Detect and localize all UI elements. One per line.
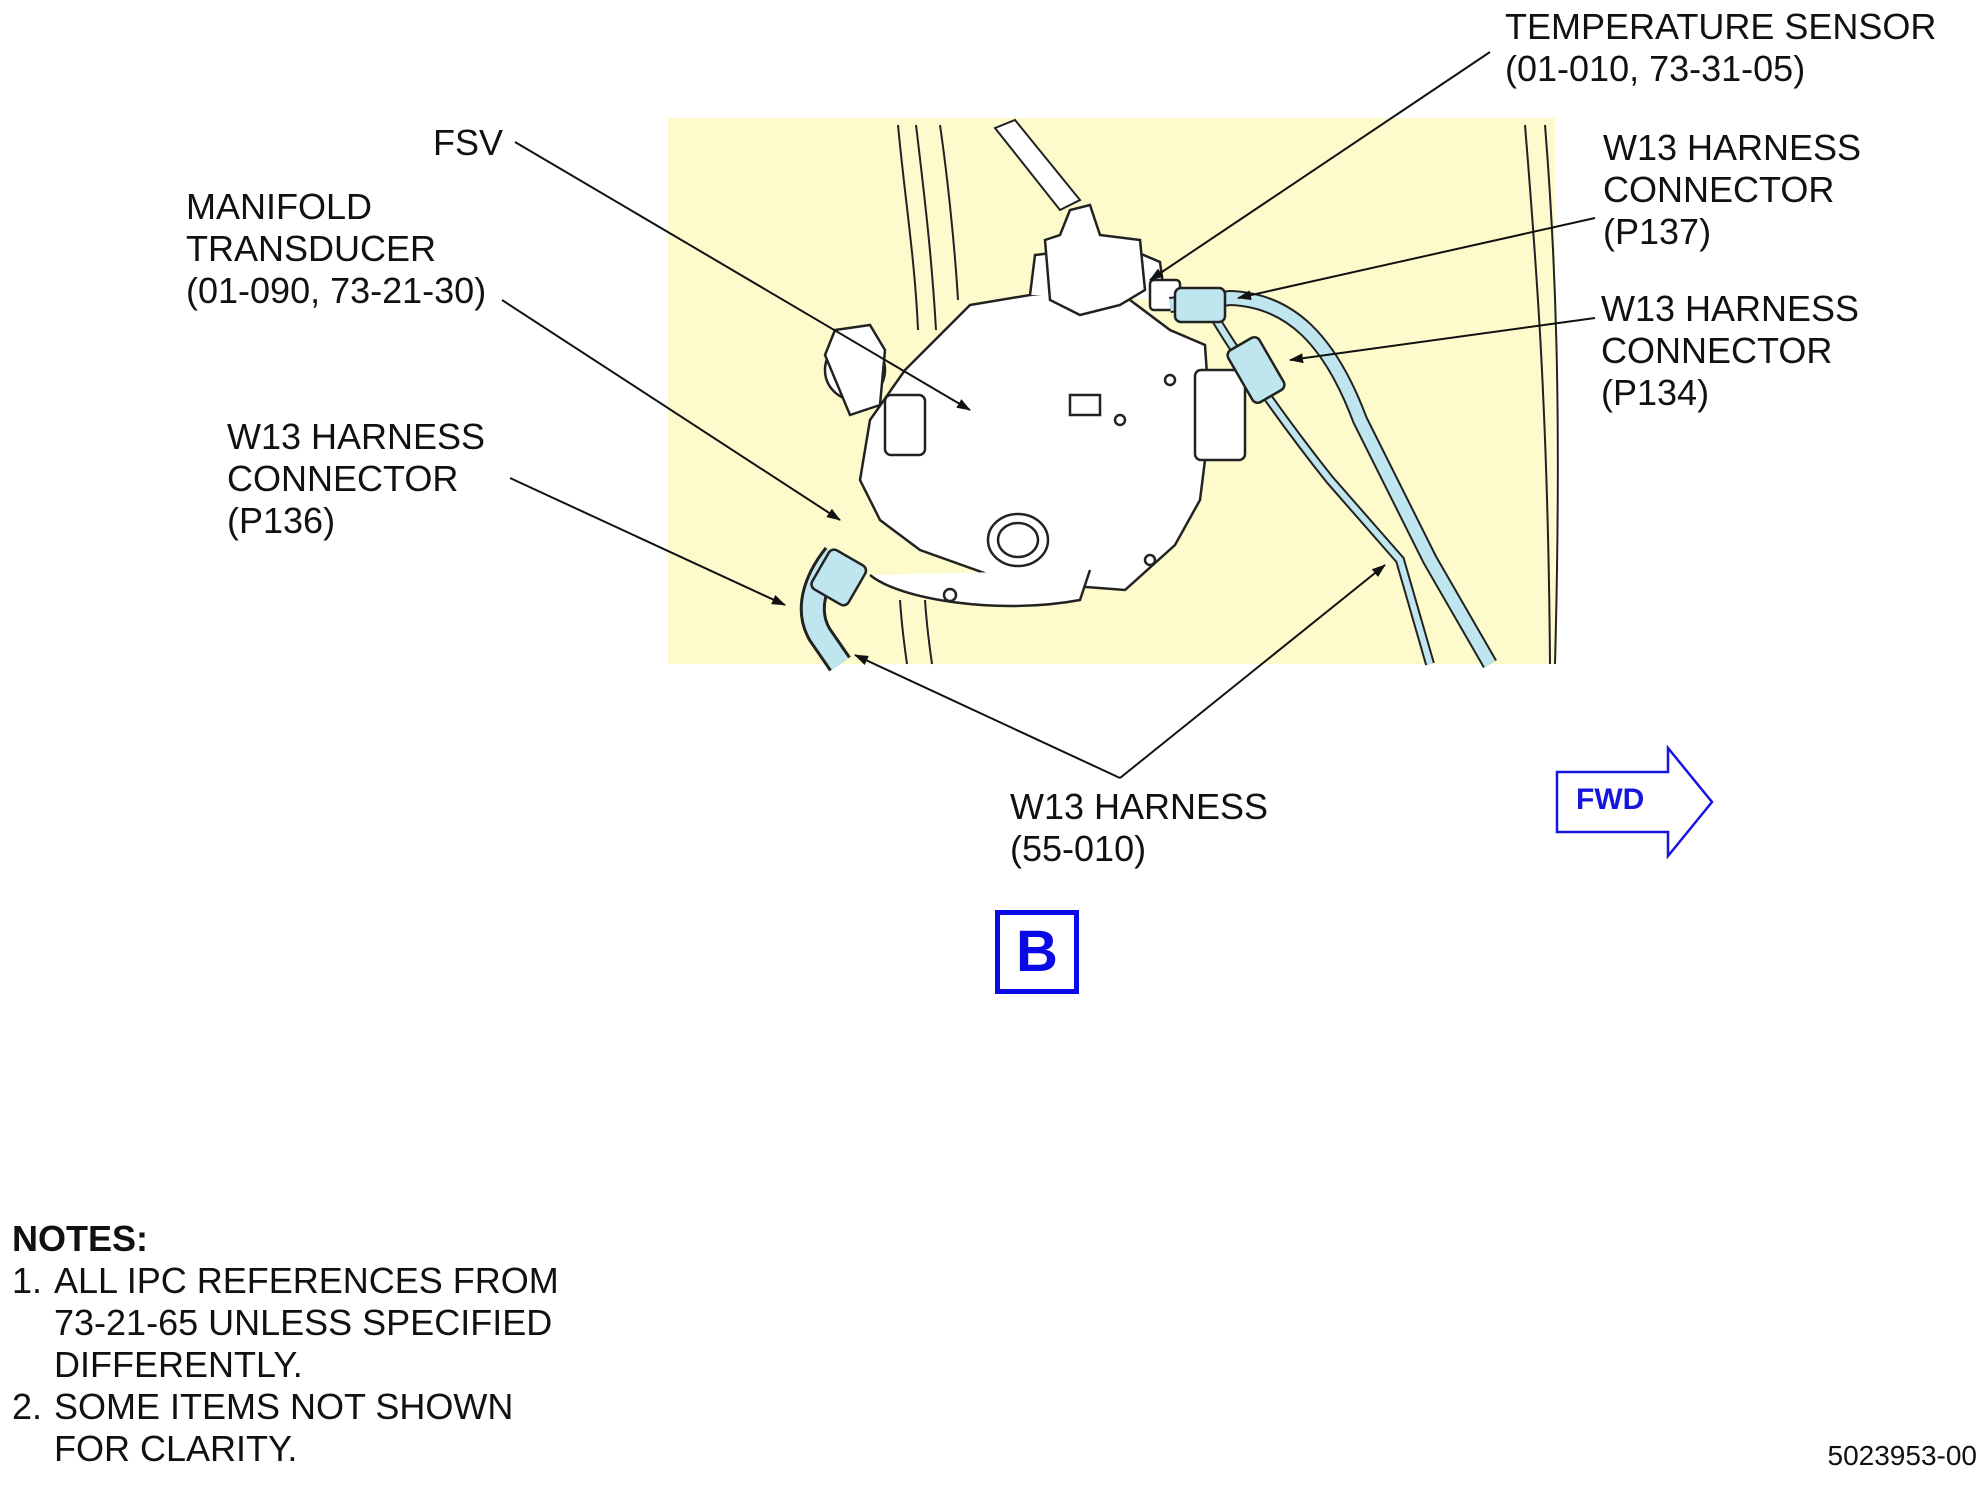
- structure-lines: [897, 118, 1559, 665]
- temperature-sensor-label: TEMPERATURE SENSOR (01-010, 73-31-05): [1505, 6, 1936, 90]
- note-number: 2.: [12, 1386, 43, 1427]
- temperature-sensor-label-line1: TEMPERATURE SENSOR: [1505, 6, 1937, 47]
- p136-label-line2: CONNECTOR: [227, 458, 459, 499]
- leader-lines: [501, 51, 1596, 779]
- fsv-label: FSV: [433, 122, 504, 163]
- w13-harness-label-line1: W13 HARNESS: [1010, 786, 1269, 827]
- fwd-label: FWD: [1576, 783, 1645, 816]
- note-line: 73-21-65 UNLESS SPECIFIED: [54, 1302, 553, 1343]
- note-line: ALL IPC REFERENCES FROM: [54, 1260, 559, 1301]
- note-line: DIFFERENTLY.: [54, 1344, 303, 1385]
- p134-label-line3: (P134): [1601, 372, 1710, 413]
- note-line: FOR CLARITY.: [54, 1428, 298, 1469]
- p136-label-line3: (P136): [227, 500, 336, 541]
- view-letter-box: B: [995, 910, 1079, 994]
- connector-bodies: [810, 286, 1286, 607]
- w13-harness-wires: [799, 289, 1497, 672]
- note-line: SOME ITEMS NOT SHOWN: [54, 1386, 514, 1427]
- p136-connector-label: W13 HARNESS CONNECTOR (P136): [227, 416, 485, 542]
- w13-harness-label-line2: (55-010): [1010, 828, 1147, 869]
- fwd-arrow: [1555, 744, 1714, 860]
- manifold-transducer-label-line3: (01-090, 73-21-30): [186, 270, 487, 311]
- p134-label-line1: W13 HARNESS: [1601, 288, 1860, 329]
- figure-number: 5023953-00: [1827, 1440, 1977, 1471]
- temperature-sensor-label-line2: (01-010, 73-31-05): [1505, 48, 1806, 89]
- notes-heading: NOTES:: [12, 1218, 149, 1259]
- manifold-transducer-label-line2: TRANSDUCER: [186, 228, 437, 269]
- manifold-transducer-label-line1: MANIFOLD: [186, 186, 373, 227]
- p137-label-line3: (P137): [1603, 211, 1712, 252]
- p134-label-line2: CONNECTOR: [1601, 330, 1833, 371]
- note-item-1: 1. ALL IPC REFERENCES FROM 73-21-65 UNLE…: [12, 1260, 559, 1386]
- note-item-2: 2. SOME ITEMS NOT SHOWN FOR CLARITY.: [12, 1386, 559, 1470]
- p134-connector-label: W13 HARNESS CONNECTOR (P134): [1601, 288, 1859, 414]
- p137-label-line2: CONNECTOR: [1603, 169, 1835, 210]
- p137-connector-label: W13 HARNESS CONNECTOR (P137): [1603, 127, 1861, 253]
- manifold-transducer-label: MANIFOLD TRANSDUCER (01-090, 73-21-30): [186, 186, 486, 312]
- note-number: 1.: [12, 1260, 43, 1301]
- p136-label-line1: W13 HARNESS: [227, 416, 486, 457]
- w13-harness-label: W13 HARNESS (55-010): [1010, 786, 1268, 870]
- notes-block: NOTES: 1. ALL IPC REFERENCES FROM 73-21-…: [12, 1218, 559, 1470]
- p137-label-line1: W13 HARNESS: [1603, 127, 1862, 168]
